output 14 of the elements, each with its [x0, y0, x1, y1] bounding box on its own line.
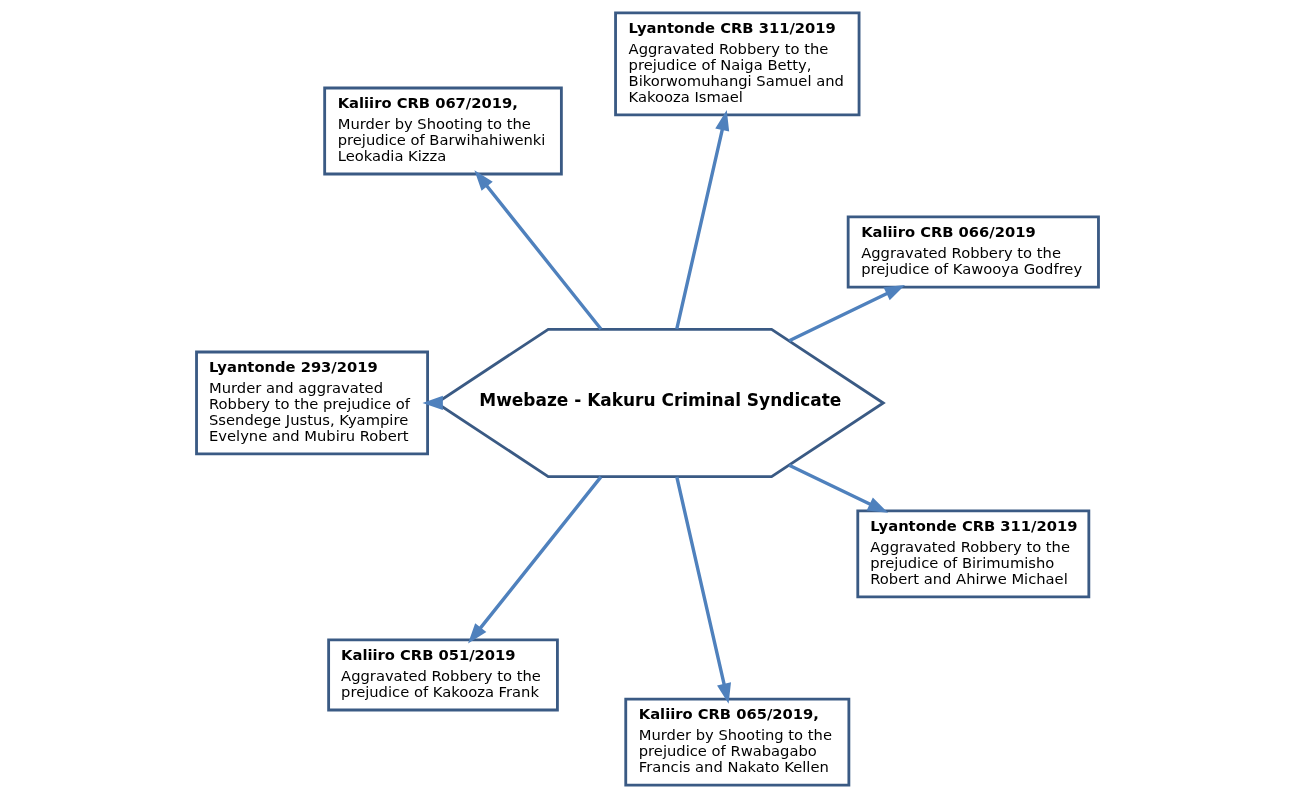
- arrow: [788, 463, 889, 513]
- node-box: Lyantonde CRB 311/2019 Aggravated Robbery to the prejudice of Naiga Betty, Bikorwomuhangi Samuel and Kakooza Ismael: [614, 11, 861, 117]
- node-box: Kaliiro CRB 051/2019 Aggravated Robbery to the prejudice of Kakooza Frank: [327, 638, 559, 712]
- node-box: Kaliiro CRB 066/2019 Aggravated Robbery to the prejudice of Kawooya Godfrey: [846, 215, 1100, 289]
- arrow: [422, 395, 443, 411]
- arrow: [788, 284, 905, 343]
- node-box: Lyantonde 293/2019 Murder and aggravated Robbery to the prejudice of Ssendege Justus, Kyampire Evelyne and Mubiru Robert: [195, 350, 429, 456]
- arrow: [675, 110, 730, 330]
- node-box: Kaliiro CRB 065/2019, Murder by Shooting to the prejudice of Rwabagabo Francis and Nakato Kellen: [624, 697, 851, 787]
- node-box: Lyantonde CRB 311/2019 Aggravated Robbery to the prejudice of Birimumisho Robert and Ahirwe Michael: [856, 509, 1091, 599]
- node-box: Kaliiro CRB 067/2019, Murder by Shooting to the prejudice of Barwihahiwenki Leokadia Kizza: [323, 86, 563, 176]
- arrow: [675, 476, 731, 704]
- arrow: [474, 170, 603, 331]
- arrow: [468, 475, 603, 644]
